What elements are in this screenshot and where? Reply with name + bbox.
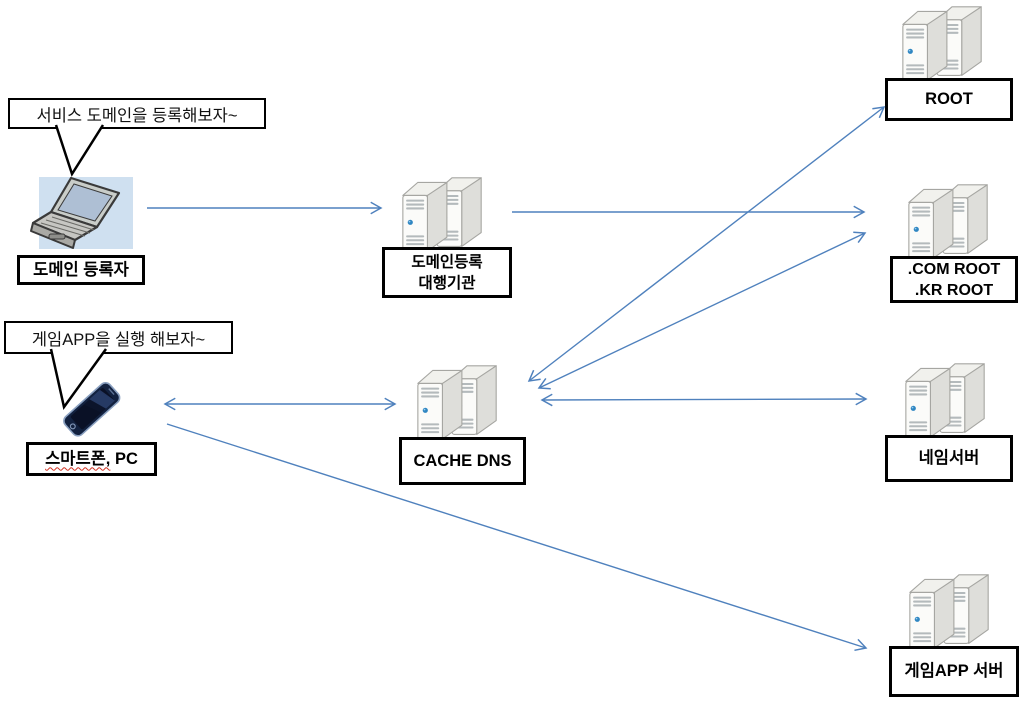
node-label-smartphone-pc: 스마트폰, PC (26, 442, 157, 476)
arrow-cache-dns-name-server (540, 392, 868, 407)
smartphone-pc-text: 스마트폰, PC (45, 449, 138, 470)
server-pair-icon-cache-dns (413, 364, 508, 440)
com-root-text: .COM ROOT (907, 260, 1001, 278)
registrar-text-line2: 대행기관 (418, 274, 476, 292)
smartphone-text-rest: PC (110, 449, 138, 468)
game-app-server-text: 게임APP 서버 (904, 662, 1004, 680)
node-label-name-server: 네임서버 (885, 435, 1013, 482)
speech-bubble-register-domain-text: 서비스 도메인을 등록해보자~ (36, 106, 238, 125)
arrow-cache-dns-com-kr-root (537, 231, 867, 390)
cache-dns-text: CACHE DNS (413, 451, 512, 470)
domain-registrant-text: 도메인 등록자 (33, 260, 129, 279)
node-label-game-app-server: 게임APP 서버 (889, 646, 1019, 697)
node-label-domain-registrant: 도메인 등록자 (17, 255, 145, 285)
node-label-cache-dns: CACHE DNS (399, 437, 526, 485)
server-pair-icon-root (898, 5, 993, 81)
node-label-domain-registrar: 도메인등록 대행기관 (382, 247, 512, 298)
node-label-root: ROOT (885, 78, 1013, 121)
smartphone-text-underlined: 스마트폰, (45, 449, 111, 468)
server-pair-icon-com-kr-root (904, 183, 999, 259)
speech-bubble-register-domain: 서비스 도메인을 등록해보자~ (8, 98, 266, 129)
name-server-text: 네임서버 (918, 449, 980, 467)
speech-bubble-register-tail (54, 124, 105, 177)
node-label-com-kr-root: .COM ROOT .KR ROOT (890, 256, 1018, 303)
arrow-cache-dns-root (527, 106, 886, 382)
smartphone-icon (63, 382, 121, 437)
speech-bubble-run-game-app: 게임APP을 실행 해보자~ (4, 321, 233, 354)
laptop-icon (30, 176, 133, 249)
registrar-text-line1: 도메인등록 (411, 253, 483, 271)
root-text: ROOT (925, 90, 973, 108)
server-pair-icon-name-server (901, 362, 996, 438)
speech-bubble-run-game-app-text: 게임APP을 실행 해보자~ (31, 330, 206, 349)
server-pair-icon-game-app-server (905, 573, 1000, 649)
kr-root-text: .KR ROOT (914, 281, 994, 299)
server-pair-icon-registrar (398, 176, 493, 252)
